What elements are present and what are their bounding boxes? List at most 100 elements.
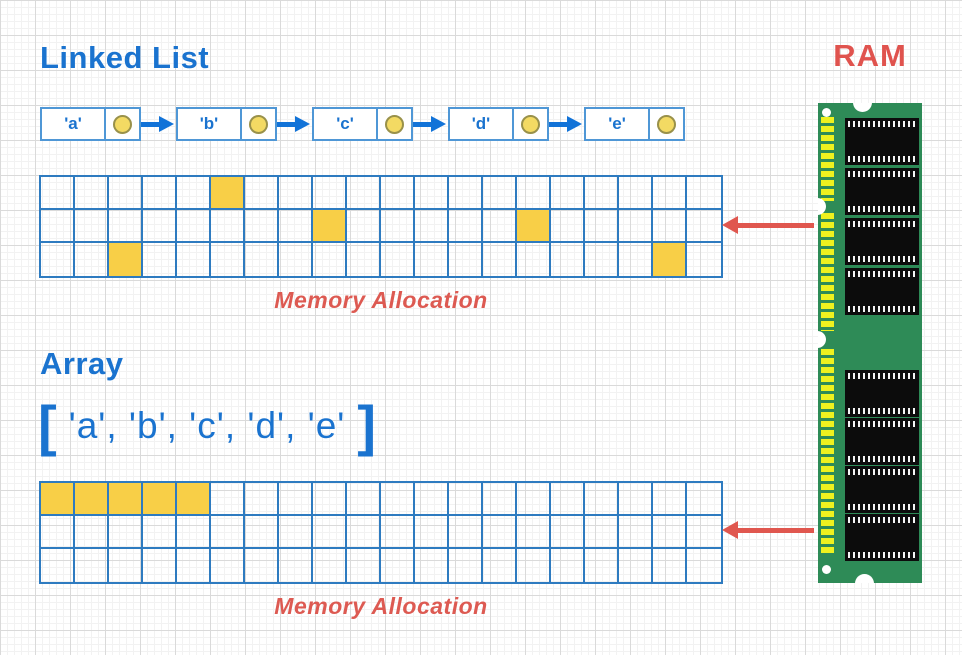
memory-cell — [347, 210, 381, 243]
array-literal: [ 'a', 'b', 'c', 'd', 'e' ] — [38, 398, 376, 454]
ram-to-grid-arrow-top — [722, 216, 814, 234]
memory-cell — [347, 483, 381, 516]
memory-cell — [211, 516, 245, 549]
ram-memory-chip — [845, 268, 919, 315]
node-value: 'd' — [450, 109, 514, 139]
memory-cell — [687, 177, 721, 210]
memory-cell — [483, 243, 517, 276]
ram-stick-illustration — [818, 103, 922, 583]
ram-memory-chip — [845, 466, 919, 513]
allocated-memory-cell — [313, 210, 347, 243]
pointer-circle-icon — [657, 114, 676, 134]
memory-cell — [75, 549, 109, 582]
allocated-memory-cell — [517, 210, 551, 243]
memory-cell — [619, 549, 653, 582]
memory-cell — [653, 549, 687, 582]
memory-cell — [585, 516, 619, 549]
memory-cell — [619, 483, 653, 516]
memory-cell — [483, 549, 517, 582]
linked-list-node: 'e' — [584, 107, 685, 141]
memory-cell — [41, 243, 75, 276]
memory-cell — [381, 549, 415, 582]
memory-cell — [619, 243, 653, 276]
memory-cell — [653, 177, 687, 210]
memory-allocation-caption-top: Memory Allocation — [274, 287, 488, 313]
memory-cell — [41, 177, 75, 210]
memory-cell — [245, 243, 279, 276]
memory-cell — [551, 516, 585, 549]
memory-cell — [75, 243, 109, 276]
memory-cell — [75, 210, 109, 243]
memory-cell — [109, 177, 143, 210]
memory-cell — [551, 210, 585, 243]
memory-cell — [143, 210, 177, 243]
memory-cell — [177, 243, 211, 276]
ram-memory-chip — [845, 418, 919, 465]
allocated-memory-cell — [109, 243, 143, 276]
memory-cell — [211, 243, 245, 276]
ram-memory-chip — [845, 168, 919, 215]
memory-cell — [279, 210, 313, 243]
node-pointer-cell — [242, 109, 275, 139]
memory-cell — [177, 516, 211, 549]
memory-cell — [75, 516, 109, 549]
arrow-head-icon — [722, 521, 738, 539]
node-pointer-cell — [514, 109, 547, 139]
ram-edge-notch — [853, 103, 872, 112]
open-bracket: [ — [38, 394, 57, 457]
memory-cell — [143, 516, 177, 549]
memory-cell — [381, 210, 415, 243]
next-pointer-arrow-icon — [549, 107, 584, 141]
memory-cell — [449, 177, 483, 210]
ram-mount-hole — [822, 565, 831, 574]
next-pointer-arrow-icon — [413, 107, 448, 141]
memory-cell — [245, 549, 279, 582]
node-value: 'a' — [42, 109, 106, 139]
node-pointer-cell — [378, 109, 411, 139]
memory-cell — [347, 177, 381, 210]
linked-list-node: 'd' — [448, 107, 549, 141]
memory-cell — [211, 549, 245, 582]
memory-cell — [381, 483, 415, 516]
memory-cell — [415, 483, 449, 516]
memory-cell — [415, 177, 449, 210]
memory-cell — [585, 210, 619, 243]
memory-cell — [483, 483, 517, 516]
pointer-circle-icon — [249, 114, 268, 134]
memory-cell — [415, 549, 449, 582]
memory-cell — [279, 483, 313, 516]
close-bracket: ] — [357, 394, 377, 457]
memory-cell — [347, 549, 381, 582]
memory-cell — [313, 549, 347, 582]
arrow-shaft — [738, 222, 814, 228]
linked-list-node: 'a' — [40, 107, 141, 141]
memory-cell — [687, 549, 721, 582]
memory-cell — [177, 549, 211, 582]
arrow-shaft — [738, 527, 814, 533]
next-pointer-arrow-icon — [141, 107, 176, 141]
allocated-memory-cell — [109, 483, 143, 516]
memory-cell — [211, 483, 245, 516]
memory-cell — [415, 516, 449, 549]
node-pointer-cell — [106, 109, 139, 139]
memory-cell — [279, 516, 313, 549]
memory-cell — [449, 210, 483, 243]
memory-cell — [653, 516, 687, 549]
memory-cell — [245, 210, 279, 243]
ram-memory-chip — [845, 118, 919, 165]
memory-cell — [619, 210, 653, 243]
pointer-circle-icon — [113, 114, 132, 134]
memory-cell — [41, 549, 75, 582]
memory-cell — [143, 177, 177, 210]
memory-cell — [177, 210, 211, 243]
memory-cell — [585, 177, 619, 210]
memory-cell — [449, 483, 483, 516]
memory-cell — [313, 516, 347, 549]
linked-list-diagram: 'a''b''c''d''e' — [40, 107, 685, 141]
memory-cell — [381, 243, 415, 276]
memory-cell — [517, 549, 551, 582]
memory-cell — [449, 549, 483, 582]
memory-cell — [211, 210, 245, 243]
allocated-memory-cell — [177, 483, 211, 516]
